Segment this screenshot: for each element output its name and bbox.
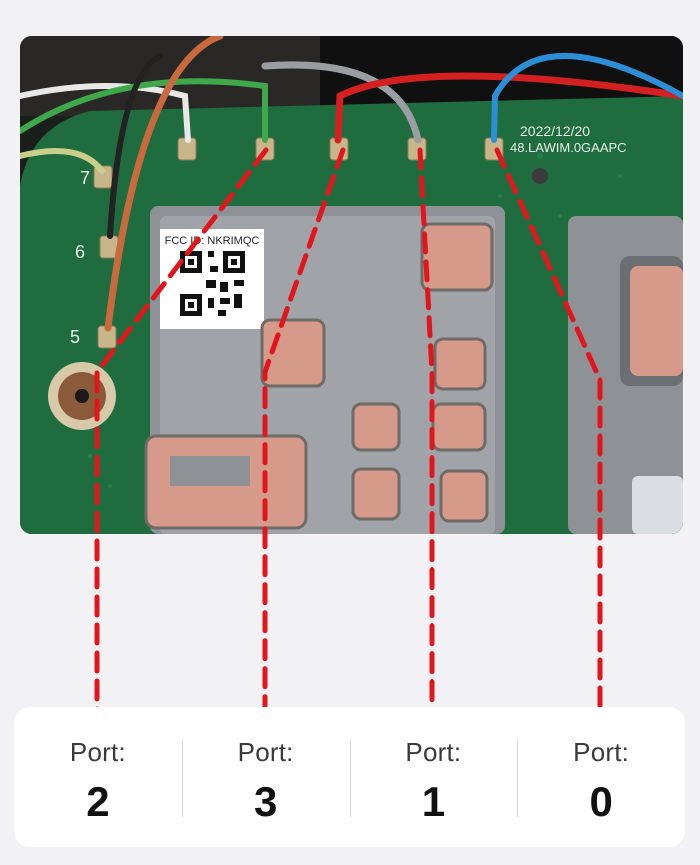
port-label: Port: (69, 737, 126, 767)
port-cell-4: Port: 0 (517, 707, 685, 847)
port-label: Port: (573, 737, 630, 767)
fcc-id-label: FCC ID: NKRIMQC (165, 235, 260, 247)
port-cell-3: Port: 1 (349, 707, 518, 847)
board-illustration: FCC ID: NKRIMQC (20, 36, 683, 534)
port-cell-1: Port: 2 (14, 707, 182, 847)
board-mark-6: 6 (75, 242, 85, 262)
port-number: 1 (421, 778, 446, 825)
port-label: Port: (405, 737, 462, 767)
board-mark-7: 7 (80, 168, 90, 188)
port-number: 0 (589, 778, 613, 825)
port-cell-2: Port: 3 (181, 707, 350, 847)
router-board-photo: FCC ID: NKRIMQC (20, 36, 683, 534)
board-code: 48.LAWIM.0GAAPC (510, 140, 627, 155)
port-number: 2 (86, 778, 110, 825)
board-mark-5: 5 (70, 327, 80, 347)
board-date: 2022/12/20 (520, 123, 590, 139)
port-number: 3 (253, 778, 278, 825)
port-label: Port: (237, 737, 294, 767)
port-legend: Port: 2 Port: 3 Port: 1 Port: 0 (14, 707, 685, 847)
